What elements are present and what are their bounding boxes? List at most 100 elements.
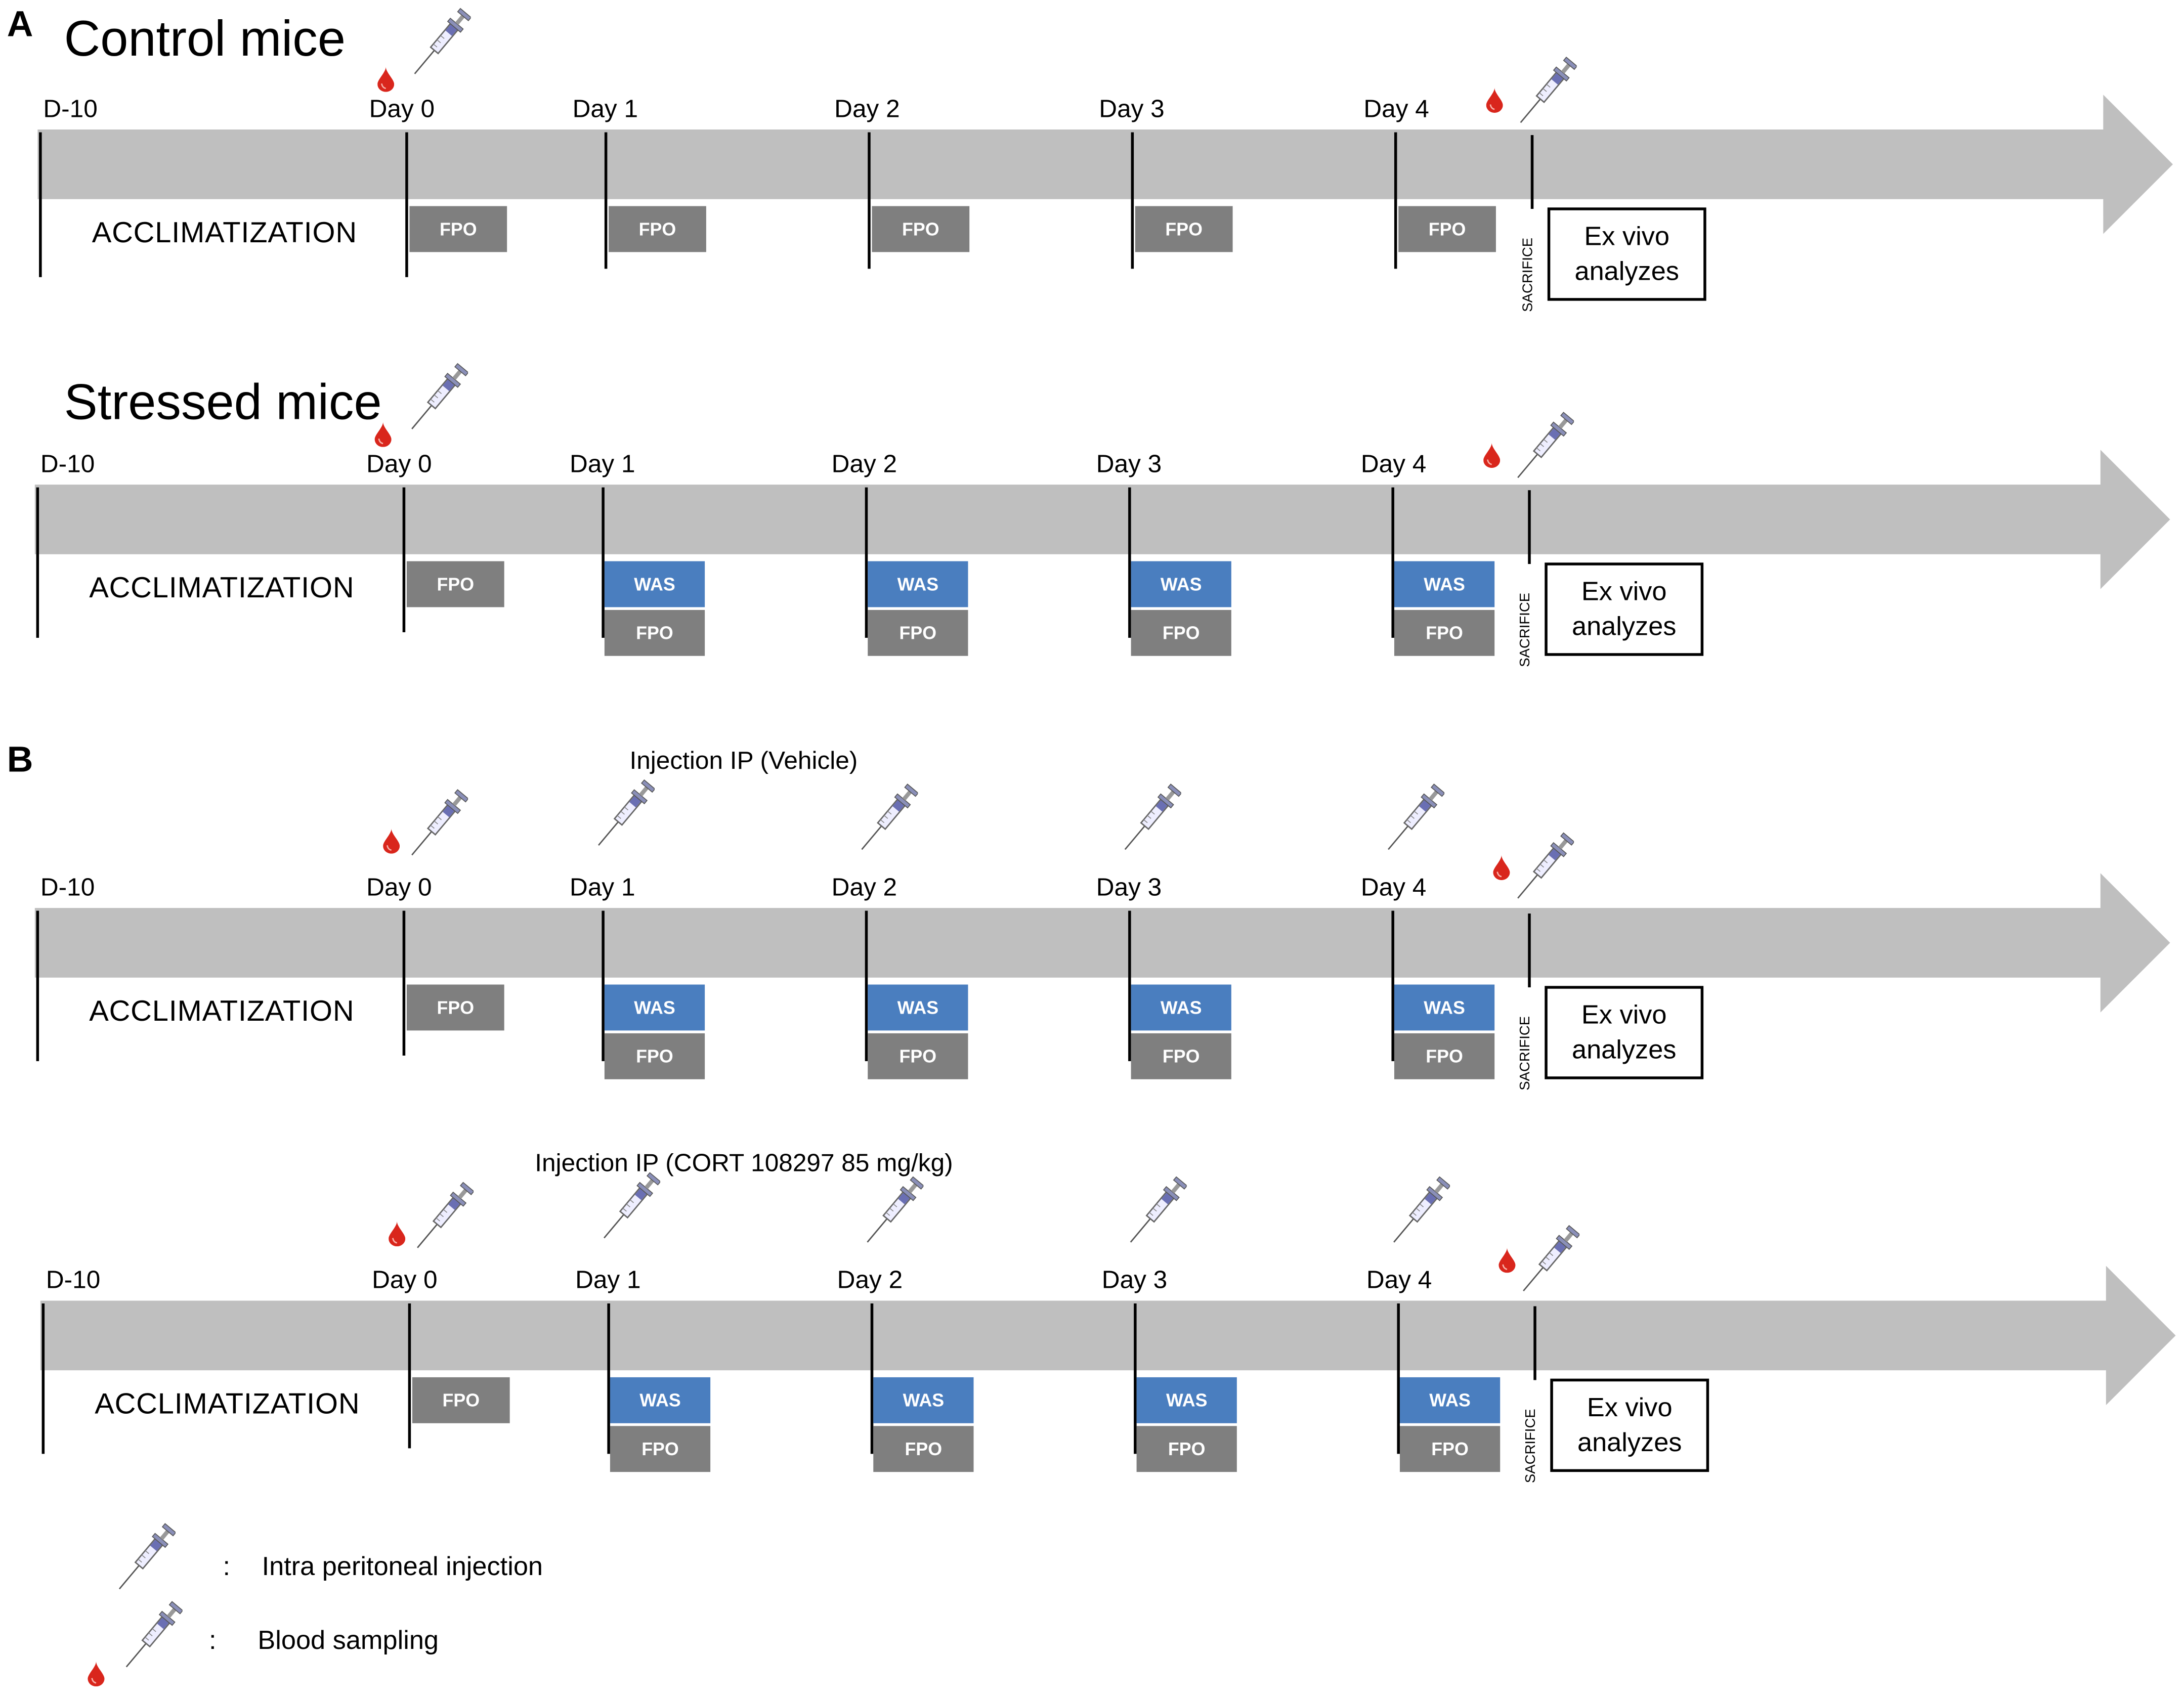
label-day-2: Day 2 [837, 1266, 903, 1294]
timeline-bar [40, 1300, 2109, 1371]
label-day-2: Day 2 [831, 450, 897, 478]
syringe-icon [1515, 409, 1575, 489]
tick-day-1 [607, 1303, 610, 1454]
was-block: WAS [1399, 1377, 1501, 1423]
fpo-block: FPO [406, 561, 504, 607]
was-block: WAS [868, 561, 968, 607]
tick-day-4 [1391, 910, 1394, 1061]
label-day-0: Day 0 [366, 873, 432, 901]
syringe-icon [1123, 781, 1182, 861]
label-day-3: Day 3 [1096, 450, 1162, 478]
tick-start [36, 910, 39, 1061]
tick-day-4 [1391, 487, 1394, 638]
label-day-0: Day 0 [369, 95, 435, 123]
legend-syringe-icon [117, 1520, 177, 1600]
tick-day-2 [865, 487, 868, 638]
label-day-0: Day 0 [372, 1266, 438, 1294]
fpo-block: FPO [873, 1426, 974, 1472]
legend-syringe-icon [124, 1599, 184, 1678]
blood-drop-icon [383, 829, 400, 860]
label-start: D-10 [43, 95, 98, 123]
fpo-block: FPO [1131, 1033, 1231, 1079]
fpo-block: FPO [604, 1033, 705, 1079]
panel-letter-a: A [7, 3, 33, 45]
fpo-block: FPO [610, 1426, 711, 1472]
syringe-icon [865, 1174, 925, 1253]
ex-vivo-box: Ex vivo analyzes [1547, 207, 1706, 301]
blood-drop-icon [389, 1221, 406, 1253]
tick-sacrifice [1528, 490, 1531, 564]
sacrifice-label: SACRIFICE [1518, 592, 1534, 667]
timeline-bar [34, 485, 2104, 554]
label-day-3: Day 3 [1101, 1266, 1168, 1294]
fpo-block: FPO [1398, 206, 1496, 252]
tick-start [41, 1303, 45, 1454]
label-start: D-10 [40, 450, 95, 478]
syringe-icon [860, 781, 919, 861]
ex-vivo-box: Ex vivo analyzes [1550, 1378, 1709, 1472]
tick-day-0 [402, 910, 406, 1056]
tick-day-1 [602, 487, 605, 638]
was-block: WAS [873, 1377, 974, 1423]
syringe-icon [602, 1170, 661, 1249]
tick-day-0 [408, 1303, 411, 1449]
tick-start [39, 132, 42, 277]
was-block: WAS [1131, 561, 1231, 607]
fpo-block: FPO [1131, 609, 1231, 656]
group-title-vehicle: Injection IP (Vehicle) [629, 746, 858, 774]
label-day-1: Day 1 [575, 1266, 641, 1294]
tick-day-3 [1128, 910, 1131, 1061]
ex-vivo-box: Ex vivo analyzes [1545, 986, 1704, 1079]
syringe-icon [1515, 830, 1575, 909]
fpo-block: FPO [872, 206, 970, 252]
tick-sacrifice [1533, 1306, 1536, 1380]
timeline-bar [37, 129, 2106, 199]
was-block: WAS [1131, 984, 1231, 1031]
fpo-block: FPO [412, 1377, 510, 1423]
fpo-block: FPO [868, 609, 968, 656]
was-block: WAS [1394, 561, 1495, 607]
syringe-icon [1386, 781, 1445, 861]
label-day-4: Day 4 [1363, 95, 1429, 123]
syringe-icon [596, 777, 656, 856]
sacrifice-label: SACRIFICE [1524, 1409, 1539, 1484]
tick-day-4 [1397, 1303, 1400, 1454]
sacrifice-label: SACRIFICE [1521, 237, 1536, 312]
label-day-1: Day 1 [572, 95, 638, 123]
legend-label-blood: Blood sampling [258, 1626, 439, 1656]
fpo-block: FPO [1394, 609, 1495, 656]
tick-day-4 [1394, 132, 1397, 269]
tick-day-0 [402, 487, 406, 632]
blood-drop-icon [1493, 855, 1510, 887]
timeline-arrowhead [2103, 95, 2173, 234]
syringe-icon [1518, 54, 1578, 134]
tick-day-3 [1134, 1303, 1137, 1454]
label-start: D-10 [40, 873, 95, 901]
sacrifice-label: SACRIFICE [1518, 1016, 1534, 1091]
tick-day-2 [870, 1303, 874, 1454]
group-title-control: Control mice [64, 10, 346, 67]
fpo-block: FPO [1399, 1426, 1501, 1472]
fpo-block: FPO [1135, 206, 1233, 252]
timeline-arrowhead [2100, 873, 2170, 1013]
label-day-1: Day 1 [570, 450, 635, 478]
fpo-block: FPO [609, 206, 706, 252]
was-block: WAS [610, 1377, 711, 1423]
legend-separator: : [208, 1626, 217, 1656]
group-title-stressed: Stressed mice [64, 373, 382, 430]
label-start: D-10 [46, 1266, 101, 1294]
was-block: WAS [604, 984, 705, 1031]
label-day-2: Day 2 [834, 95, 900, 123]
tick-sacrifice [1530, 135, 1534, 209]
label-day-4: Day 4 [1366, 1266, 1432, 1294]
timeline-bar [34, 908, 2104, 978]
syringe-icon [415, 1180, 475, 1259]
fpo-block: FPO [409, 206, 507, 252]
acclimatization-label: ACCLIMATIZATION [89, 572, 355, 604]
label-day-0: Day 0 [366, 450, 432, 478]
blood-drop-icon [1498, 1247, 1516, 1280]
fpo-block: FPO [868, 1033, 968, 1079]
tick-day-2 [868, 132, 871, 269]
tick-day-1 [602, 910, 605, 1061]
